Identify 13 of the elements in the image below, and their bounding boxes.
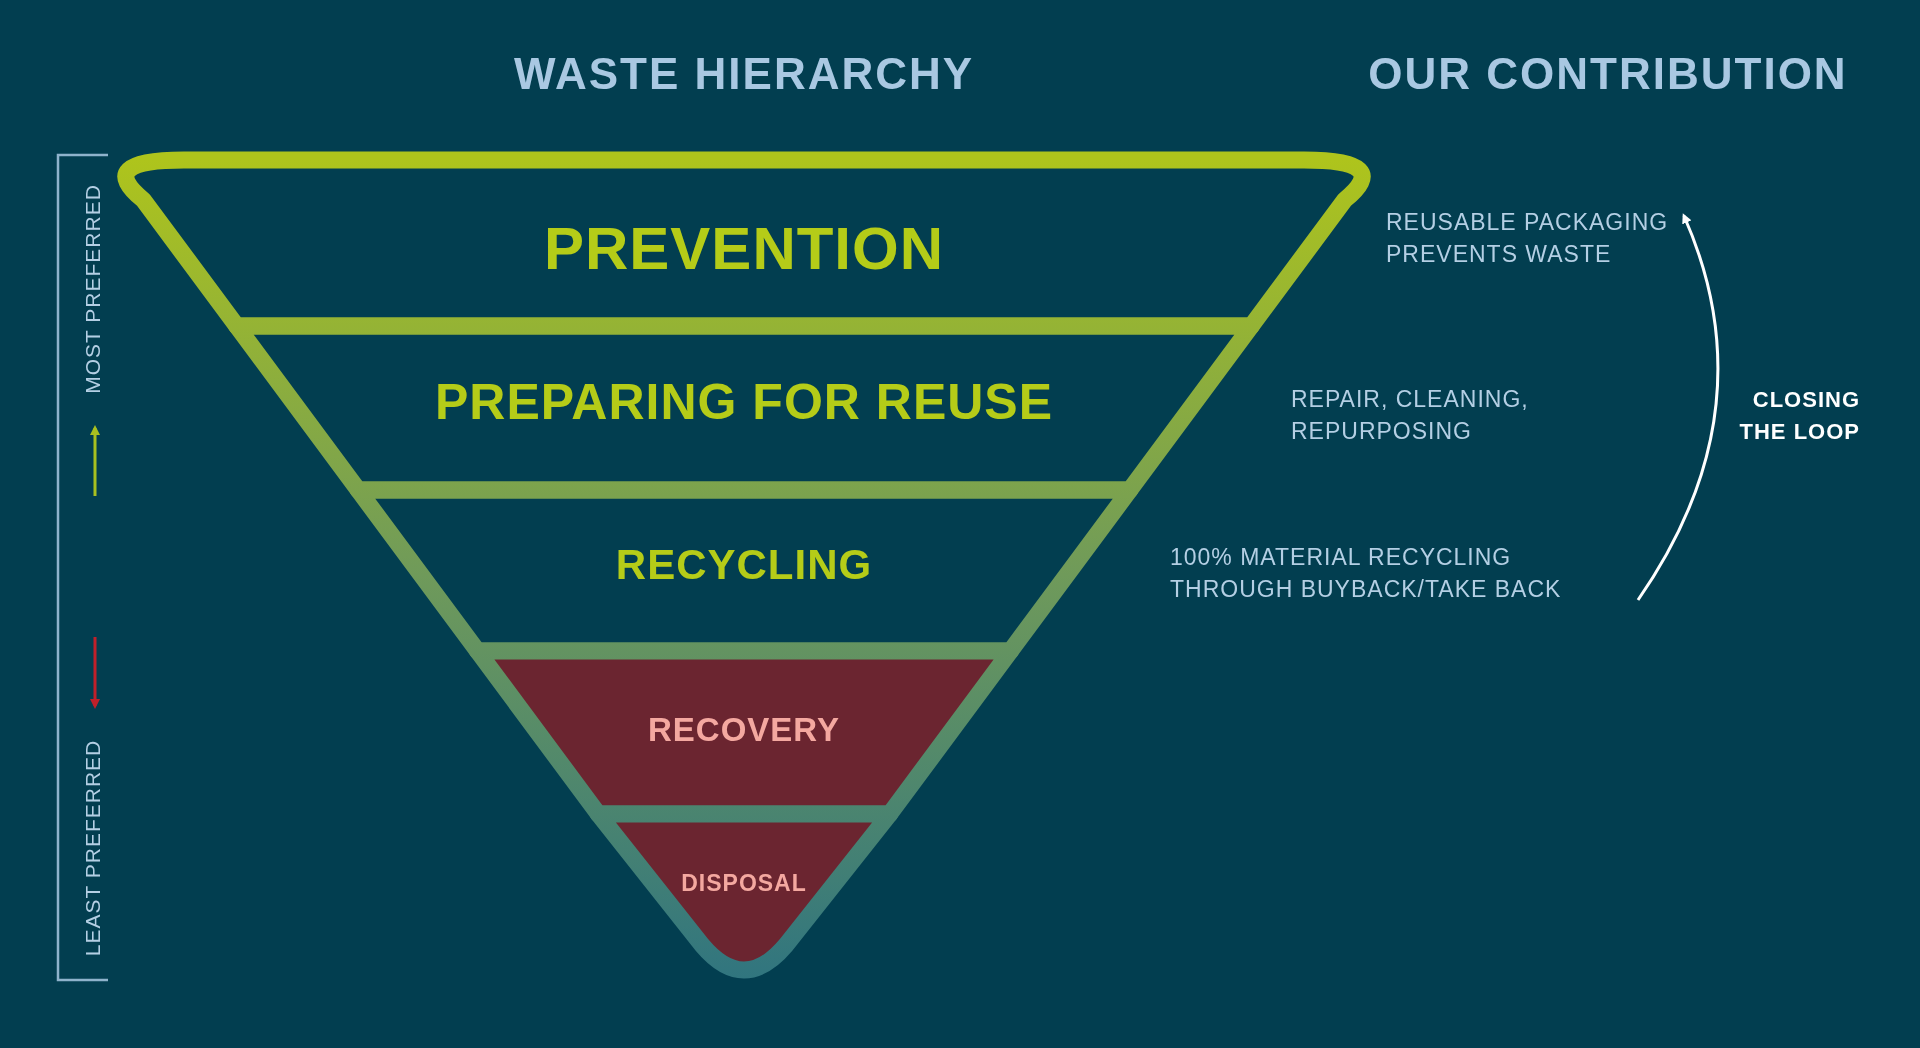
level-title: RECOVERY	[648, 711, 840, 749]
contribution-text: 100% MATERIAL RECYCLING THROUGH BUYBACK/TAKE BACK	[1170, 543, 1563, 604]
axis-label: MOST PREFERRED	[81, 184, 105, 394]
level-title: PREPARING FOR REUSE	[434, 373, 1054, 431]
section-heading: OUR CONTRIBUTION	[1368, 49, 1848, 99]
arrow-label: CLOSING THE LOOP	[1738, 386, 1860, 446]
axis-label: LEAST PREFERRED	[81, 739, 105, 957]
contribution-text: REUSABLE PACKAGING PREVENTS WASTE	[1386, 208, 1670, 269]
section-heading: WASTE HIERARCHY	[513, 49, 975, 99]
level-title: RECYCLING	[615, 541, 873, 589]
level-title: DISPOSAL	[681, 869, 807, 897]
level-title: PREVENTION	[543, 213, 945, 283]
contribution-text: REPAIR, CLEANING, REPURPOSING	[1291, 385, 1530, 446]
